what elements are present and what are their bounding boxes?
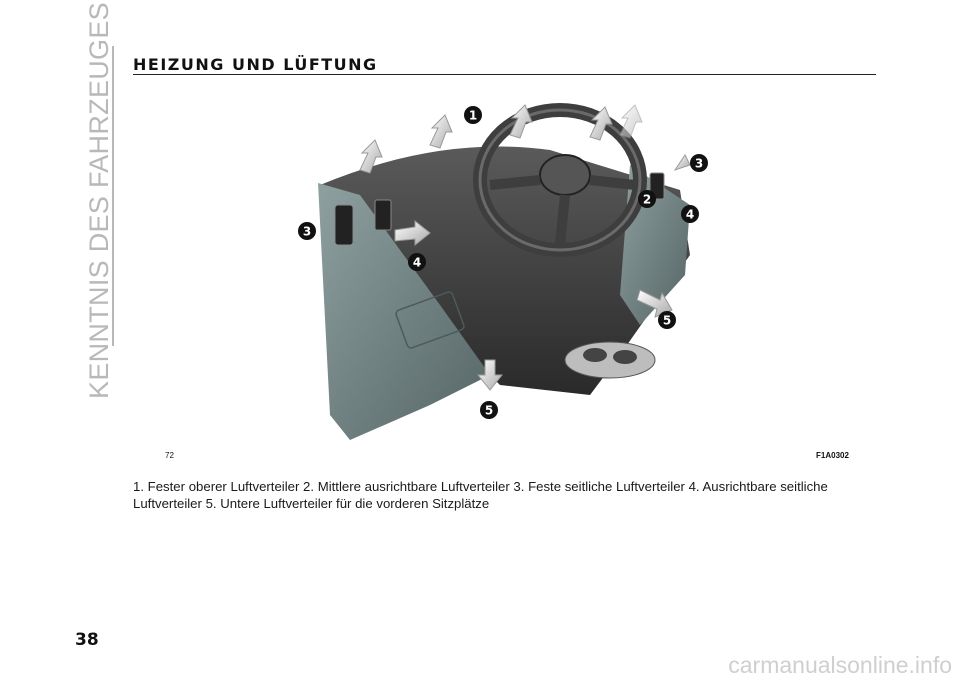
dashboard-illustration: 1 2 3 3 4 4 5 5 [290,95,710,445]
cup-holder-slot [613,350,637,364]
section-divider [112,46,114,346]
svg-text:2: 2 [643,193,651,207]
steering-spokes [489,175,636,246]
svg-text:1: 1 [469,109,477,123]
callout-3-left: 3 [298,222,316,240]
dashboard-body [320,146,690,395]
figure-number: 72 [165,451,174,460]
airflow-arrow [619,104,643,139]
cup-holder [564,341,656,379]
airflow-arrow [429,114,453,149]
callout-1: 1 [464,106,482,124]
callout-5-right: 5 [658,311,676,329]
center-vent-left [374,199,392,231]
callout-5-bottom: 5 [480,401,498,419]
glove-box [395,291,465,349]
figure-code: F1A0302 [816,451,849,460]
airflow-arrow [359,139,383,174]
callout-2: 2 [638,190,656,208]
watermark: carmanualsonline.info [728,652,952,678]
steering-hub [539,154,591,196]
cup-holder-slot [583,348,607,362]
side-vent-left [334,204,354,246]
page-number: 38 [75,630,99,650]
svg-text:4: 4 [413,256,421,270]
svg-text:3: 3 [303,225,311,239]
steering-wheel-rim [478,108,642,252]
side-vent-right [649,172,665,200]
figure-caption: 1. Fester oberer Luftverteiler 2. Mittle… [133,479,828,511]
svg-text:5: 5 [663,314,671,328]
svg-text:5: 5 [485,404,493,418]
airflow-arrow [673,154,691,171]
airflow-arrow [394,219,431,247]
airflow-arrow [476,359,504,391]
section-title-vertical: KENNTNIS DES FAHRZEUGES [82,2,116,399]
callout-4-right: 4 [681,205,699,223]
callout-4-left: 4 [408,253,426,271]
page-heading: HEIZUNG UND LÜFTUNG [133,55,378,74]
airflow-arrow [589,106,613,141]
airflow-arrow [509,104,533,139]
callout-3-right: 3 [690,154,708,172]
lower-side-panel [318,183,490,440]
svg-text:3: 3 [695,157,703,171]
dashboard-drawing: 1 2 3 3 4 4 5 5 [298,103,708,440]
svg-text:4: 4 [686,208,694,222]
section-title-text: KENNTNIS DES FAHRZEUGES [83,1,114,399]
heading-rule [133,74,876,75]
